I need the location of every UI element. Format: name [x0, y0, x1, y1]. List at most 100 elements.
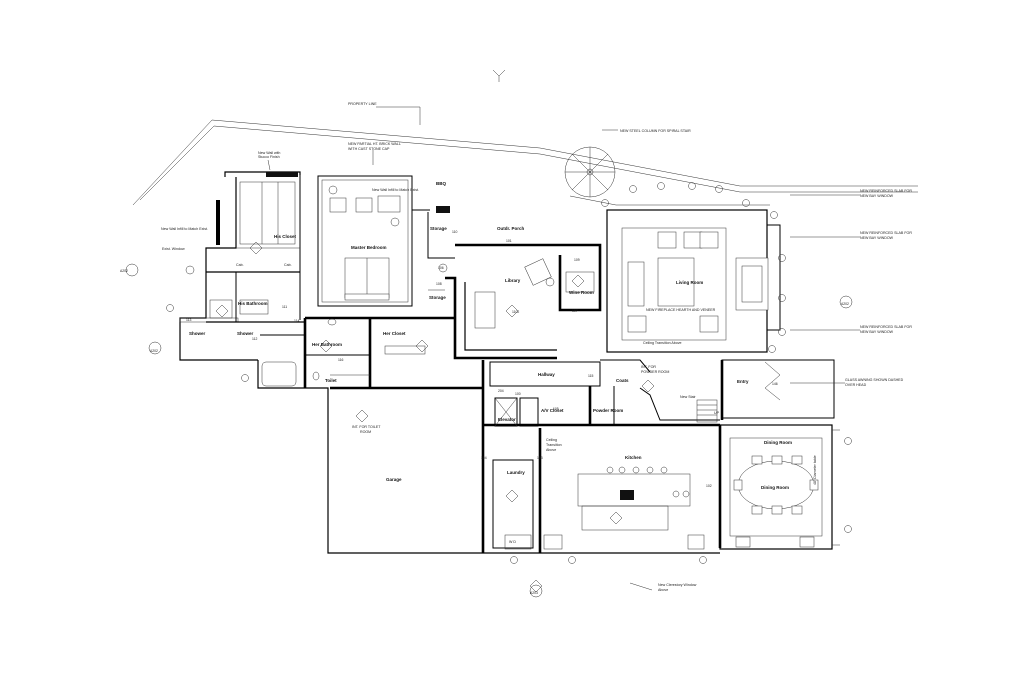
dining-table [733, 455, 819, 548]
tag-1102: 1102 [512, 310, 519, 314]
note-ceiling-transition: Ceiling Transition Above [643, 341, 682, 345]
note-glass-awning-2: OVER HEAD [845, 383, 867, 387]
room-label-bbq: BBQ [436, 181, 446, 186]
leader-lines [267, 106, 860, 591]
note-ceiling-trans-k2: Transition [546, 443, 562, 447]
his-closet-furniture [239, 181, 296, 245]
note-wd: W D [509, 540, 516, 544]
tag-110: 110 [452, 230, 458, 234]
tag-a202-left: A202 [120, 269, 128, 273]
note-clerestory-1: New Clerestory Window [658, 583, 697, 587]
tag-106: 106 [438, 266, 444, 270]
window-tags [166, 182, 852, 564]
tag-105: 105 [553, 407, 559, 411]
note-partial-wall-1: NEW PARTIAL HT. BRICK WALL [348, 142, 401, 146]
living-room-furniture [621, 227, 769, 341]
property-line [132, 119, 918, 206]
note-exist-window: Exist. Window [162, 247, 185, 251]
note-glass-awning-1: GLASS AWNING SHOWN DASHED [845, 378, 904, 382]
room-label-library: Library [505, 278, 521, 283]
note-new-wall-match: New Wall Infill to Match Exist. [161, 227, 208, 231]
tag-104: 104 [481, 456, 487, 460]
tag-108: 108 [436, 282, 442, 286]
tag-a202-right: A202 [841, 302, 849, 306]
room-label-shower-right: Shower [237, 331, 254, 336]
room-label-laundry: Laundry [507, 470, 525, 475]
room-label-wine-room: Wine Room [569, 290, 594, 295]
tag-204: 204 [498, 389, 504, 393]
tag-a202-left-b: A202 [150, 349, 158, 353]
tag-146: 146 [772, 382, 778, 386]
tag-111: 111 [282, 305, 287, 309]
tag-115: 115 [588, 374, 594, 378]
note-slab-1b: NEW BAY WINDOW [860, 194, 894, 198]
note-dining-table: 48" Diameter table [813, 455, 817, 485]
tag-102: 102 [706, 484, 712, 488]
interior-elevation-markers [215, 241, 655, 593]
tag-109: 109 [574, 258, 580, 262]
tag-113: 113 [186, 318, 192, 322]
room-label-shower-left: Shower [189, 331, 206, 336]
interior-walls [206, 247, 445, 376]
room-label-storage-top: Storage [430, 226, 447, 231]
patio-edge [569, 195, 770, 206]
note-slab-2a: NEW REINFORCED SLAB FOR [860, 231, 912, 235]
room-label-dining-room-top: Dining Room [764, 440, 792, 445]
note-ceiling-trans-k3: Above [546, 448, 556, 452]
library-furniture [438, 258, 595, 329]
note-toilet-int-2: ROOM [360, 430, 371, 434]
tag-116: 116 [338, 358, 344, 362]
note-cab-right: Cab. [284, 263, 292, 267]
room-label-dining-room-table: Dining Room [761, 485, 789, 490]
room-label-kitchen: Kitchen [625, 455, 642, 460]
tag-101: 101 [506, 239, 512, 243]
tag-a203: A203 [530, 591, 538, 595]
note-slab-3b: NEW BAY WINDOW [860, 330, 894, 334]
room-label-living-room: Living Room [676, 280, 703, 285]
note-new-wall-infill: New Wall Infill to Match Exist. [372, 188, 419, 192]
room-label-his-closet: His Closet [274, 234, 297, 239]
room-label-toilet: Toilet [325, 378, 337, 383]
room-label-master-bedroom: Master Bedroom [351, 245, 387, 250]
room-label-coats: Coats [616, 378, 629, 383]
note-powder-int-1: INT. FOR [641, 365, 656, 369]
note-cab-left: Cab. [236, 263, 244, 267]
room-label-hallway: Hallway [538, 372, 555, 377]
room-label-her-bathroom: Her Bathroom [312, 342, 342, 347]
room-label-storage-mid: Storage [429, 295, 446, 300]
north-arrow-icon [492, 69, 506, 82]
note-toilet-int-1: INT. FOR TOILET [352, 425, 381, 429]
note-new-wall-stucco-2: Stucco Finish [258, 155, 280, 159]
note-steel-column: NEW STEEL COLUMN FOR SPIRAL STAIR [620, 129, 691, 133]
note-fireplace: NEW FIREPLACE HEARTH AND VENEER [646, 308, 716, 312]
section-cut-symbols [125, 263, 853, 598]
note-slab-3a: NEW REINFORCED SLAB FOR [860, 325, 912, 329]
tag-114: 114 [294, 319, 300, 323]
room-label-entry: Entry [737, 379, 749, 384]
note-slab-2b: NEW BAY WINDOW [860, 236, 894, 240]
exterior-walls [179, 171, 840, 554]
tag-103: 103 [537, 456, 543, 460]
spiral-stair [564, 146, 616, 198]
room-label-garage: Garage [386, 477, 402, 482]
note-slab-1a: NEW REINFORCED SLAB FOR [860, 189, 912, 193]
note-partial-wall-2: WITH CAST STONE CAP [348, 147, 390, 151]
room-label-av-closet: A/V Closet [541, 408, 564, 413]
room-label-powder-room: Powder Room [593, 408, 623, 413]
bathroom-fixtures [185, 265, 426, 387]
room-label-her-closet: Her Closet [383, 331, 406, 336]
note-up: UP [714, 411, 720, 415]
tag-100: 100 [515, 392, 521, 396]
master-bedroom-furniture [328, 185, 401, 301]
note-clerestory-2: Above [658, 588, 668, 592]
tag-107: 107 [572, 309, 578, 313]
note-property-line: PROPERTY LINE [348, 102, 377, 106]
note-new-wall-stucco-1: New Wall with [258, 151, 280, 155]
tag-112: 112 [252, 337, 258, 341]
note-powder-int-2: POWDER ROOM [641, 370, 669, 374]
kitchen-island [543, 466, 705, 550]
room-label-his-bathroom: His Bathroom [238, 301, 268, 306]
interior-stair [696, 399, 718, 423]
room-label-outdoor-porch: Outdr. Porch [497, 226, 525, 231]
